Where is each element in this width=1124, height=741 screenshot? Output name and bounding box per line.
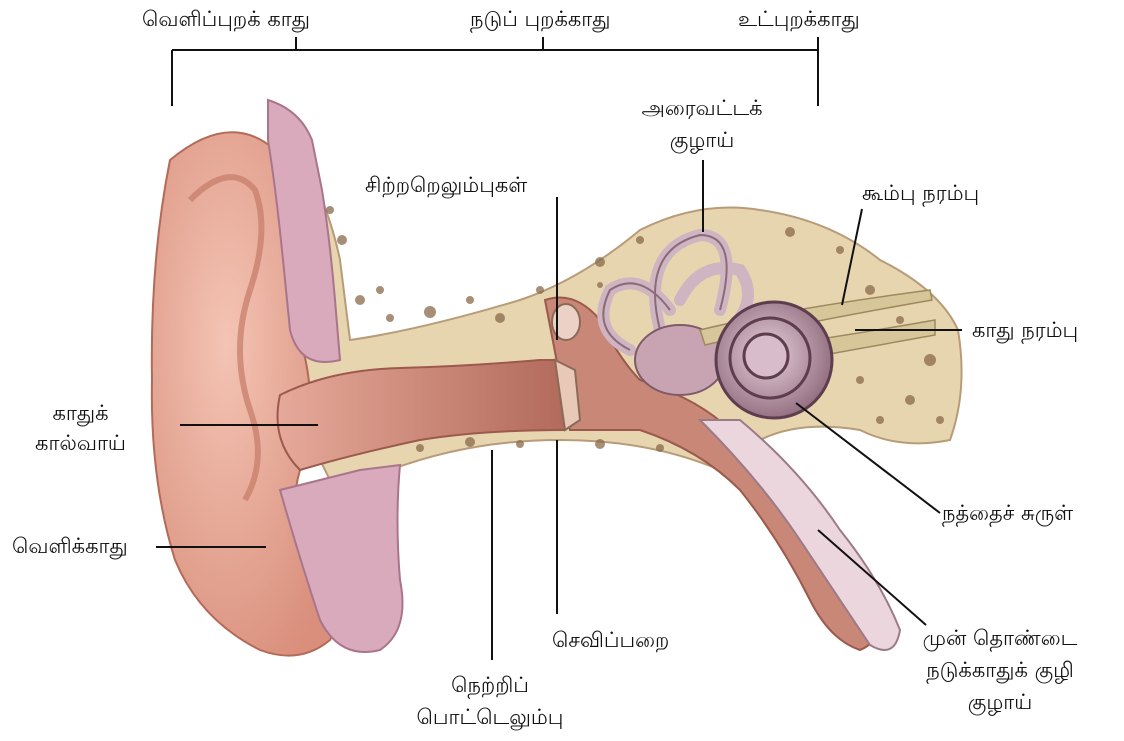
- label-auditory-nerve: காது நரம்பு: [972, 317, 1078, 343]
- label-temporal-bone: நெற்றிப் பொட்டெலும்பு: [415, 672, 565, 730]
- label-eardrum: செவிப்பறை: [552, 627, 669, 653]
- label-cochlea: நத்தைச் சுருள்: [942, 500, 1073, 526]
- label-semicircular-canals: அரைவட்டக் குழாய்: [622, 95, 782, 153]
- label-ossicles: சிற்றறெலும்புகள்: [365, 172, 527, 198]
- label-pinna: வெளிக்காது: [12, 533, 128, 559]
- label-eustachian-tube: முன் தொண்டை நடுக்காதுக் குழி குழாய்: [900, 625, 1100, 715]
- label-ear-canal: காதுக் கால்வாய்: [18, 400, 143, 456]
- label-inner-ear: உட்புறக்காது: [738, 6, 860, 32]
- label-vestibular-nerve: கூம்பு நரம்பு: [862, 180, 979, 206]
- label-outer-ear: வெளிப்புறக் காது: [142, 6, 310, 32]
- label-middle-ear: நடுப் புறக்காது: [470, 6, 611, 32]
